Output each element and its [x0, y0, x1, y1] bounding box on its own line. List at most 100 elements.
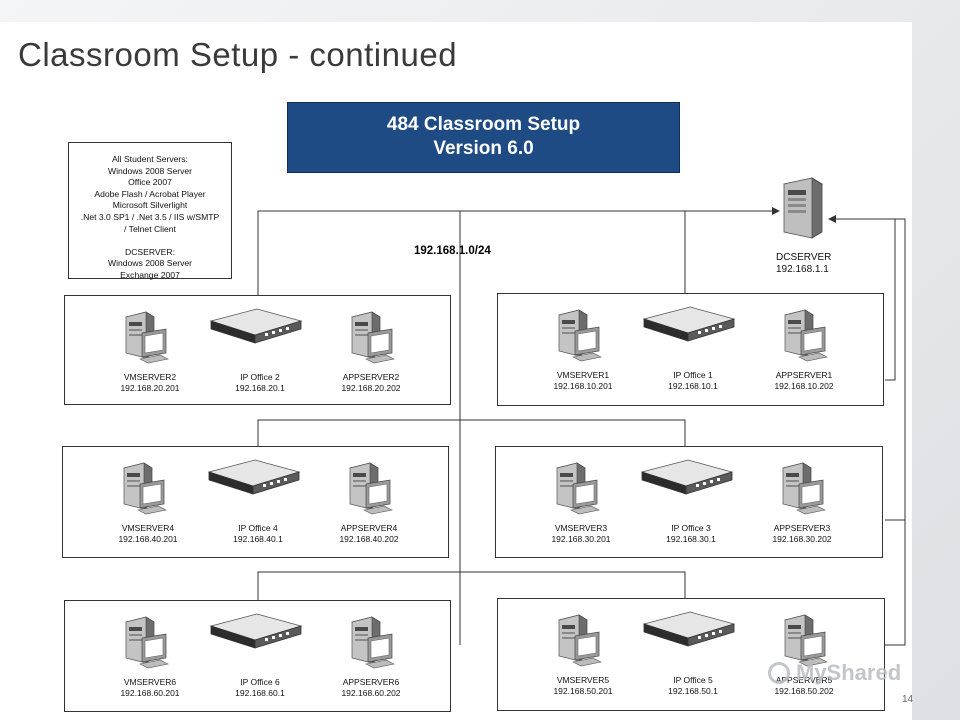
dcserver-label: DCSERVER 192.168.1.1	[776, 252, 831, 276]
subnet-label: 192.168.1.0/24	[414, 245, 491, 257]
vmserver-icon	[555, 307, 617, 370]
ip-office-ip: 192.168.30.1	[666, 534, 716, 544]
vmserver-ip: 192.168.60.201	[120, 688, 180, 698]
appserver-name: APPSERVER4	[340, 523, 398, 533]
appserver-name: APPSERVER1	[775, 370, 833, 380]
arrow-to-dc	[828, 215, 836, 223]
ip-office-switch-icon	[640, 458, 734, 509]
drop-group5	[460, 571, 686, 598]
appserver-ip: 192.168.10.202	[774, 381, 834, 391]
ip-office-switch-icon	[209, 307, 303, 358]
appserver-icon	[781, 612, 843, 675]
drop-group3	[460, 419, 686, 446]
note-line: Windows 2008 Server	[107, 165, 193, 176]
ip-office-ip: 192.168.10.1	[668, 381, 718, 391]
ip-office-name: IP Office 3	[671, 523, 711, 533]
ip-office-ip: 192.168.50.1	[668, 686, 718, 696]
appserver-ip: 192.168.50.202	[774, 686, 834, 696]
watermark-logo-icon	[768, 662, 790, 684]
ip-office-name: IP Office 1	[673, 370, 713, 380]
vmserver-name: VMSERVER1	[556, 370, 610, 380]
loop-group1	[885, 219, 896, 381]
vmserver-name: VMSERVER5	[556, 675, 610, 685]
note-line: / Telnet Client	[124, 223, 176, 234]
vmserver-name: VMSERVER3	[554, 523, 608, 533]
vmserver-ip: 192.168.10.201	[553, 381, 613, 391]
appserver-name: APPSERVER3	[773, 523, 831, 533]
ip-office-name: IP Office 4	[238, 523, 278, 533]
appserver-ip: 192.168.60.202	[341, 688, 401, 698]
dcserver-ip: 192.168.1.1	[776, 264, 829, 275]
appserver-ip: 192.168.30.202	[772, 534, 832, 544]
ip-office-switch-icon	[642, 305, 736, 356]
ip-office-name: IP Office 5	[673, 675, 713, 685]
dcserver-tower-icon	[782, 177, 824, 239]
note-line: Office 2007	[128, 177, 172, 188]
vmserver-icon	[120, 460, 182, 523]
banner-line2: Version 6.0	[433, 138, 534, 159]
notes-box: All Student Servers: Windows 2008 Server…	[68, 142, 232, 280]
appserver-ip: 192.168.40.202	[339, 534, 399, 544]
bus-top-left	[257, 210, 775, 295]
title-banner: 484 Classroom Setup Version 6.0	[287, 102, 680, 173]
page-number: 14	[902, 694, 914, 705]
ip-office-name: IP Office 2	[240, 372, 280, 382]
ip-office-switch-icon	[642, 610, 736, 661]
drop-group6	[257, 571, 460, 600]
vmserver-icon	[553, 460, 615, 523]
note-line: .Net 3.0 SP1 / .Net 3.5 / IIS w/SMTP	[80, 211, 220, 222]
ip-office-ip: 192.168.20.1	[235, 383, 285, 393]
banner-line1: 484 Classroom Setup	[386, 114, 581, 135]
drop-group4	[257, 419, 460, 447]
appserver-name: APPSERVER6	[342, 677, 400, 687]
ip-office-ip: 192.168.40.1	[233, 534, 283, 544]
vmserver-icon	[122, 614, 184, 677]
loop-right	[830, 218, 906, 646]
ip-office-switch-icon	[209, 612, 303, 663]
note-line: Windows 2008 Server	[107, 258, 193, 269]
note-line: All Student Servers:	[112, 154, 188, 164]
appserver-icon	[346, 460, 408, 523]
note-line: Adobe Flash / Acrobat Player	[94, 188, 206, 199]
note-line: Exchange 2007	[120, 269, 180, 280]
dcserver-name: DCSERVER	[776, 252, 832, 263]
appserver-name: APPSERVER5	[775, 675, 833, 685]
appserver-ip: 192.168.20.202	[341, 383, 401, 393]
vmserver-name: VMSERVER6	[123, 677, 177, 687]
ip-office-name: IP Office 6	[240, 677, 280, 687]
note-line: DCSERVER:	[125, 246, 175, 257]
appserver-icon	[348, 309, 410, 372]
arrow-bus-dc	[772, 207, 780, 215]
slide-title: Classroom Setup - continued	[18, 36, 458, 73]
appserver-icon	[348, 614, 410, 677]
appserver-name: APPSERVER2	[342, 372, 400, 382]
ip-office-ip: 192.168.60.1	[235, 688, 285, 698]
vmserver-ip: 192.168.30.201	[551, 534, 611, 544]
vmserver-ip: 192.168.20.201	[120, 383, 180, 393]
appserver-icon	[781, 307, 843, 370]
vmserver-ip: 192.168.40.201	[118, 534, 178, 544]
ip-office-switch-icon	[207, 458, 301, 509]
vmserver-icon	[555, 612, 617, 675]
vmserver-icon	[122, 309, 184, 372]
vmserver-ip: 192.168.50.201	[553, 686, 613, 696]
